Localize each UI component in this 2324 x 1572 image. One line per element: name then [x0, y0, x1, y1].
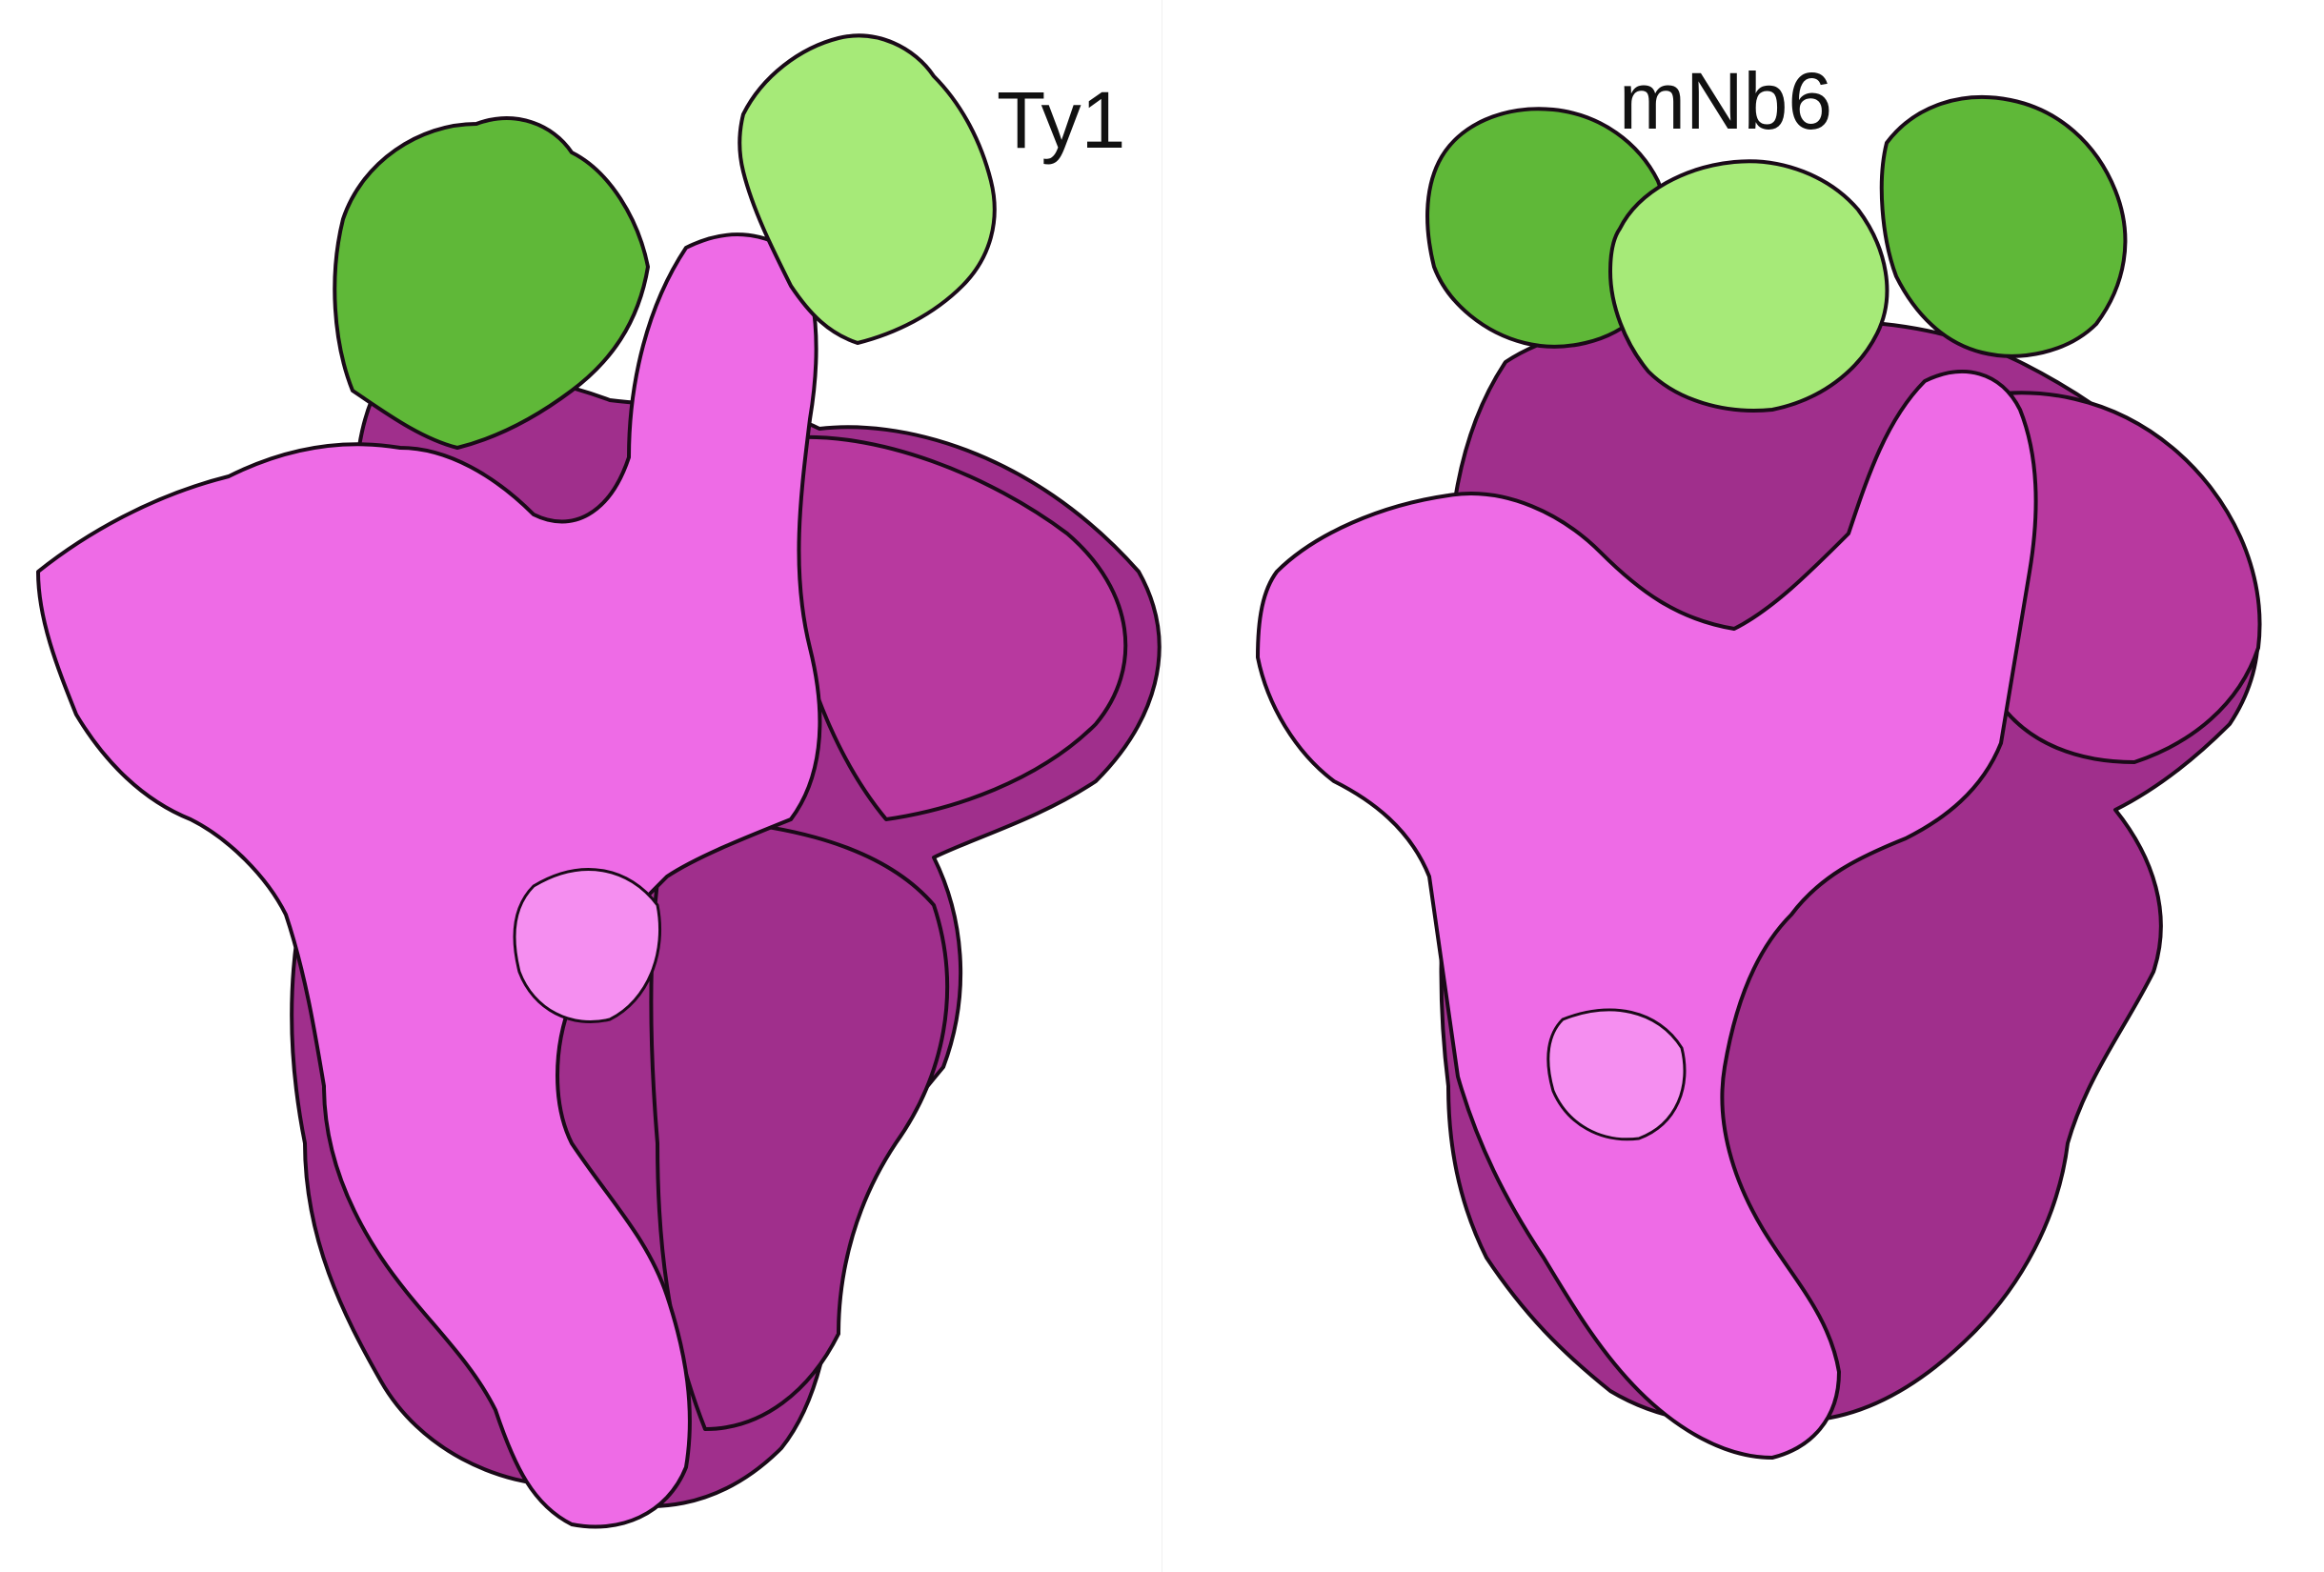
- ty1-spike-complex-illustration: [36, 33, 1162, 1529]
- left-structure-panel: Ty1: [36, 33, 1162, 1529]
- mnb6-spike-complex-illustration: [1256, 95, 2262, 1460]
- spike-chain-light-highlight: [513, 868, 662, 1024]
- nanobody-light-green: [1608, 159, 1890, 413]
- spike-chain-light-highlight: [1546, 1008, 1687, 1141]
- right-structure-panel: mNb6: [1162, 0, 2324, 1572]
- spike-chain-light: [1256, 370, 2038, 1460]
- spike-chain-lower-dark: [649, 817, 950, 1431]
- nanobody-dark-green-right: [1879, 95, 2128, 358]
- mnb6-label: mNb6: [1619, 56, 1833, 146]
- ty1-label: Ty1: [997, 75, 1126, 165]
- nanobody-light-green: [738, 33, 997, 345]
- nanobody-dark-green: [333, 116, 650, 450]
